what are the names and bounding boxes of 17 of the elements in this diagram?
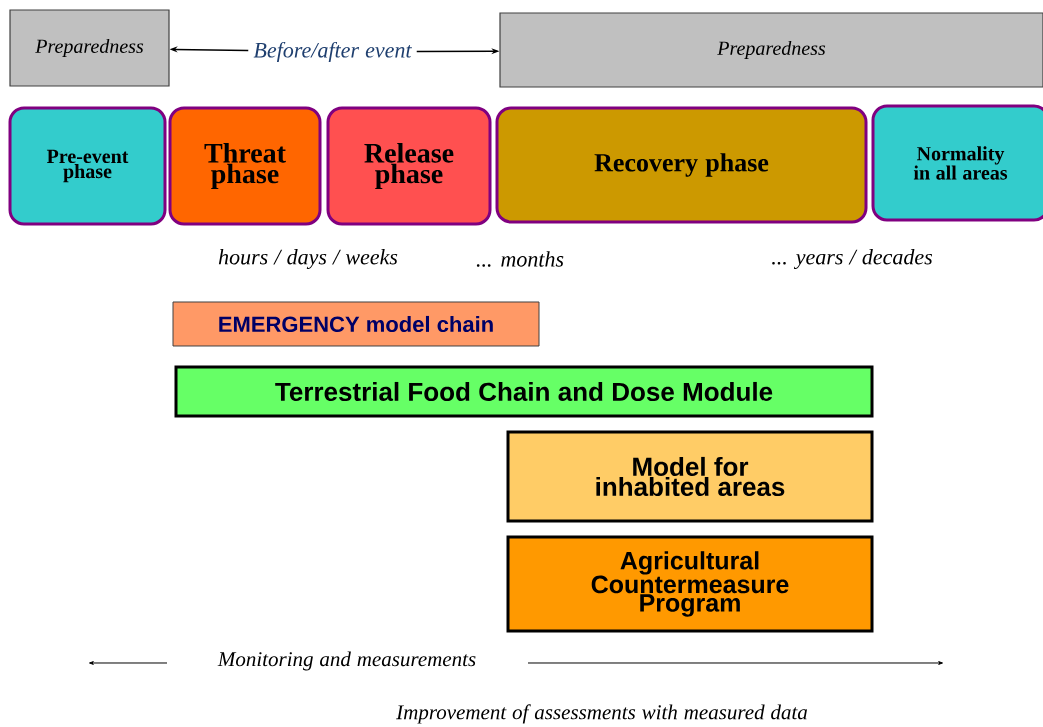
program-box: Agricultural Countermeasure Program (506, 535, 874, 633)
model-box: Model for inhabited areas (506, 430, 874, 523)
phase-box: Pre-event phase (8, 106, 167, 226)
preparedness-box: Preparedness (499, 12, 1043, 88)
time-label: Improvement of assessments with measured data (396, 704, 807, 724)
event-text: Before/after event (253, 41, 412, 63)
time-label: hours / days / weeks (218, 249, 398, 269)
module-box: Terrestrial Food Chain and Dose Module (174, 365, 874, 418)
phase-box: Threat phase (168, 106, 322, 226)
preparedness-box: Preparedness (9, 9, 170, 87)
phase-box: Release phase (326, 106, 492, 226)
time-label: ... months (476, 251, 564, 267)
time-label: ... years / decades (772, 249, 933, 269)
phase-box: Normality in all areas (871, 104, 1043, 222)
phase-box: Recovery phase (495, 106, 868, 224)
model-box: EMERGENCY model chain (172, 301, 540, 347)
time-label: Monitoring and measurements (217, 651, 476, 671)
